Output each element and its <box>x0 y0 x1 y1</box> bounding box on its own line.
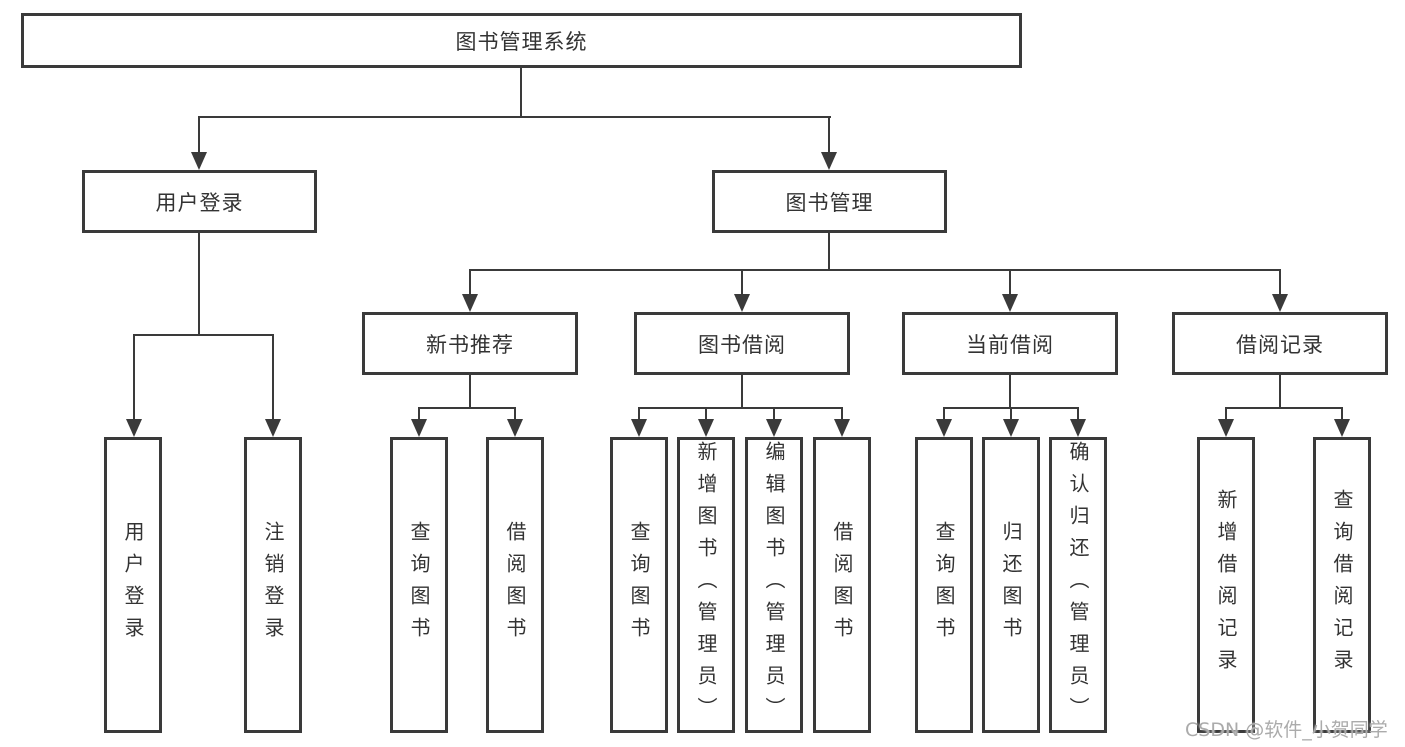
connector-arrow-shaft <box>1341 408 1343 419</box>
arrowhead-icon <box>265 419 281 437</box>
connector-root-stem <box>520 68 522 117</box>
node-book-management-label: 图书管理 <box>785 190 874 215</box>
node-user-login: 用户登录 <box>82 170 317 233</box>
arrowhead-icon <box>507 419 523 437</box>
connector-arrow-shaft <box>638 408 640 419</box>
node-borrow-records-label: 借阅记录 <box>1236 332 1324 357</box>
leaf-logout-label: 注销登录 <box>261 521 285 649</box>
arrowhead-icon <box>191 152 207 170</box>
node-new-book-recommend-label: 新书推荐 <box>426 332 514 357</box>
connector-arrow-shaft <box>272 335 274 419</box>
leaf-confirm-return-admin: 确认归还（管理员） <box>1049 437 1107 733</box>
node-book-management: 图书管理 <box>712 170 947 233</box>
connector-book-borrow-stem <box>741 375 743 408</box>
leaf-borrow-books: 借阅图书 <box>486 437 544 733</box>
leaf-borrow-books: 借阅图书 <box>813 437 871 733</box>
arrowhead-icon <box>698 419 714 437</box>
leaf-query-books: 查询图书 <box>390 437 448 733</box>
connector-split <box>418 407 516 409</box>
leaf-query-books-label: 查询图书 <box>932 521 956 649</box>
leaf-query-books: 查询图书 <box>610 437 668 733</box>
connector-book-management-stem <box>828 233 830 270</box>
leaf-add-book-admin: 新增图书（管理员） <box>677 437 735 733</box>
leaf-borrow-books-label: 借阅图书 <box>830 521 854 649</box>
connector-arrow-shaft <box>418 408 420 419</box>
arrowhead-icon <box>766 419 782 437</box>
node-current-borrow-label: 当前借阅 <box>966 332 1054 357</box>
leaf-confirm-return-admin-label: 确认归还（管理员） <box>1066 441 1090 729</box>
connector-arrow-shaft <box>469 270 471 294</box>
leaf-query-books: 查询图书 <box>915 437 973 733</box>
leaf-borrow-books-label: 借阅图书 <box>503 521 527 649</box>
connector-arrow-shaft <box>514 408 516 419</box>
arrowhead-icon <box>462 294 478 312</box>
connector-arrow-shaft <box>198 117 200 152</box>
node-borrow-records: 借阅记录 <box>1172 312 1388 375</box>
arrowhead-icon <box>126 419 142 437</box>
connector-arrow-shaft <box>841 408 843 419</box>
connector-arrow-shaft <box>1010 408 1012 419</box>
leaf-query-books-label: 查询图书 <box>627 521 651 649</box>
leaf-query-borrow-record: 查询借阅记录 <box>1313 437 1371 733</box>
arrowhead-icon <box>1003 419 1019 437</box>
arrowhead-icon <box>821 152 837 170</box>
arrowhead-icon <box>1070 419 1086 437</box>
connector-arrow-shaft <box>705 408 707 419</box>
leaf-user-login-label: 用户登录 <box>121 521 145 649</box>
connector-current-borrow-stem <box>1009 375 1011 408</box>
connector-level1-split <box>198 116 831 118</box>
node-current-borrow: 当前借阅 <box>902 312 1118 375</box>
leaf-user-login: 用户登录 <box>104 437 162 733</box>
connector-user-login-stem <box>198 233 200 335</box>
connector-arrow-shaft <box>773 408 775 419</box>
connector-borrow-records-stem <box>1279 375 1281 408</box>
leaf-query-borrow-record-label: 查询借阅记录 <box>1330 489 1354 681</box>
connector-arrow-shaft <box>1225 408 1227 419</box>
node-root-label: 图书管理系统 <box>455 29 588 54</box>
connector-arrow-shaft <box>1279 270 1281 294</box>
arrowhead-icon <box>1218 419 1234 437</box>
arrowhead-icon <box>936 419 952 437</box>
connector-split <box>1225 407 1343 409</box>
connector-level2-split <box>469 269 1281 271</box>
node-book-borrow: 图书借阅 <box>634 312 850 375</box>
node-new-book-recommend: 新书推荐 <box>362 312 578 375</box>
leaf-return-book-label: 归还图书 <box>999 521 1023 649</box>
arrowhead-icon <box>734 294 750 312</box>
arrowhead-icon <box>1334 419 1350 437</box>
node-user-login-label: 用户登录 <box>155 190 244 215</box>
arrowhead-icon <box>1272 294 1288 312</box>
connector-split <box>638 407 843 409</box>
connector-user-login-split <box>133 334 274 336</box>
node-root: 图书管理系统 <box>21 13 1022 68</box>
arrowhead-icon <box>834 419 850 437</box>
connector-new-book-recommend-stem <box>469 375 471 408</box>
leaf-logout: 注销登录 <box>244 437 302 733</box>
leaf-edit-book-admin: 编辑图书（管理员） <box>745 437 803 733</box>
leaf-edit-book-admin-label: 编辑图书（管理员） <box>762 441 786 729</box>
connector-arrow-shaft <box>133 335 135 419</box>
connector-arrow-shaft <box>828 117 830 152</box>
arrowhead-icon <box>1002 294 1018 312</box>
connector-arrow-shaft <box>943 408 945 419</box>
leaf-add-borrow-record: 新增借阅记录 <box>1197 437 1255 733</box>
leaf-query-books-label: 查询图书 <box>407 521 431 649</box>
leaf-add-borrow-record-label: 新增借阅记录 <box>1214 489 1238 681</box>
leaf-return-book: 归还图书 <box>982 437 1040 733</box>
leaf-add-book-admin-label: 新增图书（管理员） <box>694 441 718 729</box>
connector-arrow-shaft <box>1077 408 1079 419</box>
node-book-borrow-label: 图书借阅 <box>698 332 786 357</box>
arrowhead-icon <box>411 419 427 437</box>
connector-arrow-shaft <box>1009 270 1011 294</box>
arrowhead-icon <box>631 419 647 437</box>
watermark: CSDN @软件_小贺同学 <box>1185 719 1388 741</box>
connector-arrow-shaft <box>741 270 743 294</box>
